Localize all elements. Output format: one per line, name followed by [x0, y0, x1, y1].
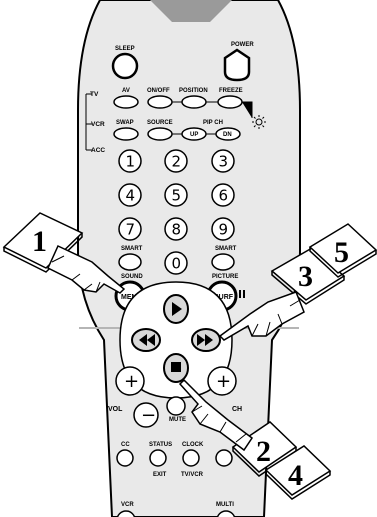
- vcr-label: VCR: [91, 121, 105, 128]
- position-label: POSITION: [179, 88, 208, 94]
- acc-label: ACC: [91, 147, 105, 154]
- vol-label: VOL: [108, 406, 123, 413]
- volume-up-label: +: [124, 371, 139, 392]
- digit-0-label: 0: [172, 255, 182, 273]
- mute-button[interactable]: [167, 397, 185, 415]
- digit-2-label: 2: [172, 153, 182, 171]
- up-label: UP: [190, 132, 198, 138]
- smart-picture-bottom-label: PICTURE: [212, 274, 238, 280]
- smart-sound-bottom-label: SOUND: [121, 274, 143, 280]
- clock-button[interactable]: [183, 450, 199, 466]
- status-button[interactable]: [150, 450, 166, 466]
- smart-picture-top-label: SMART: [215, 246, 237, 252]
- clock-label: CLOCK: [182, 442, 204, 448]
- smart-sound-button[interactable]: [119, 254, 141, 270]
- cc-button[interactable]: [117, 450, 133, 466]
- cc-label: CC: [121, 442, 130, 448]
- source-button[interactable]: [148, 128, 172, 140]
- power-label: POWER: [231, 42, 254, 48]
- freeze-label: FREEZE: [219, 88, 243, 94]
- digit-4-label: 4: [126, 187, 136, 205]
- step-5-label: 5: [334, 236, 349, 269]
- step-3-label: 3: [298, 260, 313, 293]
- position-button[interactable]: [182, 96, 206, 108]
- vcr-bottom-label: VCR: [121, 502, 134, 508]
- digit-9-label: 9: [219, 221, 229, 239]
- onoff-button[interactable]: [148, 96, 172, 108]
- stop-icon: [171, 362, 181, 372]
- freeze-button[interactable]: [218, 96, 242, 108]
- onoff-label: ON/OFF: [147, 88, 170, 94]
- mute-label: MUTE: [169, 417, 186, 423]
- digit-8-label: 8: [172, 221, 182, 239]
- digit-7-label: 7: [126, 221, 136, 239]
- step-4-label: 4: [288, 459, 303, 492]
- sleep-button[interactable]: [113, 54, 137, 78]
- smart-sound-top-label: SMART: [121, 246, 143, 252]
- digit-5-label: 5: [172, 187, 182, 205]
- smart-picture-button[interactable]: [212, 254, 234, 270]
- tvvcr-label: TV/VCR: [181, 472, 204, 478]
- ch-label: CH: [232, 406, 242, 413]
- power-button[interactable]: [225, 50, 249, 80]
- source-label: SOURCE: [147, 120, 173, 126]
- dn-label: DN: [223, 132, 232, 138]
- av-button[interactable]: [114, 96, 138, 108]
- extra-button[interactable]: [216, 450, 232, 466]
- digit-1-label: 1: [126, 153, 136, 171]
- av-label: AV: [122, 88, 130, 94]
- digit-3-label: 3: [219, 153, 229, 171]
- step-1-label: 1: [32, 225, 47, 258]
- multi-label: MULTI: [216, 502, 234, 508]
- swap-label: SWAP: [116, 120, 134, 126]
- tv-label: TV: [90, 91, 99, 98]
- digit-6-label: 6: [219, 187, 229, 205]
- step-2-label: 2: [256, 435, 271, 468]
- pipch-label: PIP CH: [203, 120, 223, 126]
- swap-button[interactable]: [114, 128, 138, 140]
- sleep-label: SLEEP: [115, 46, 135, 52]
- channel-up-label: +: [216, 371, 231, 392]
- exit-label: EXIT: [153, 472, 167, 478]
- status-label: STATUS: [149, 442, 172, 448]
- volume-down-label: −: [141, 405, 156, 426]
